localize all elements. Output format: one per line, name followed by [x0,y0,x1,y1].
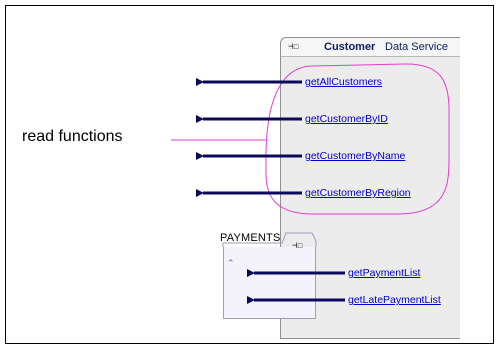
function-link-get-all-customers[interactable]: getAllCustomers [305,76,383,88]
service-kind: Data Service [385,41,448,53]
function-link-get-payment-list[interactable]: getPaymentList [348,267,421,279]
read-functions-annotation: read functions [22,128,123,145]
function-link-get-customer-by-name[interactable]: getCustomerByName [305,150,406,162]
function-link-get-late-payment-list[interactable]: getLatePaymentList [348,294,441,306]
payments-tab-outline [222,232,317,247]
data-service-icon: ⊣☐ [288,42,299,52]
payments-service-box [223,247,316,319]
payments-label: PAYMENTS [220,232,281,244]
function-link-get-customer-by-id[interactable]: getCustomerByID [305,113,388,125]
collapse-chevron-icon[interactable]: ⌃ [227,258,235,268]
service-name: Customer [324,41,376,53]
data-service-icon: ⊣☐ [292,241,303,251]
read-functions-highlight [265,63,450,215]
function-link-get-customer-by-region[interactable]: getCustomerByRegion [305,187,411,199]
service-header[interactable]: ⊣☐ Customer Data Service [281,38,460,57]
